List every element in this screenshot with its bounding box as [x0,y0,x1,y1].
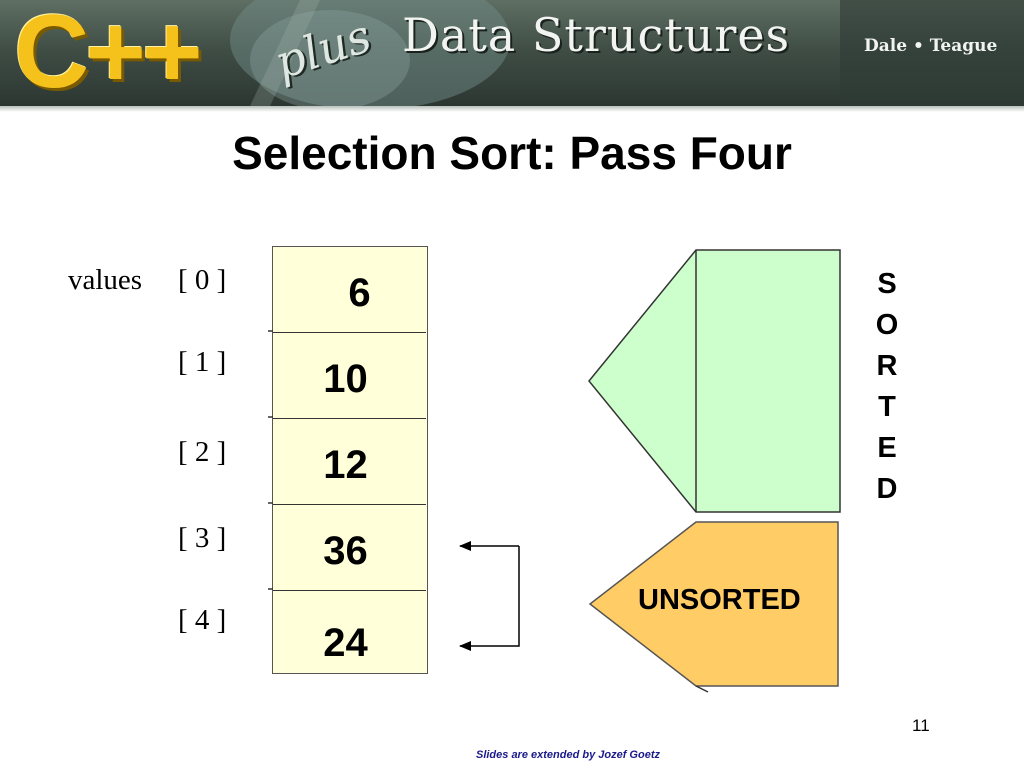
page-number: 11 [912,716,930,735]
banner-authors: Dale • Teague [864,36,998,56]
banner-title: Data Structures [402,8,791,62]
array-index-2: [ 2 ] [178,436,227,468]
banner-divider [0,106,1024,112]
logo-cpp: C++ [14,0,203,110]
sorted-label: S O R T E D [872,264,902,510]
unsorted-label: UNSORTED [638,584,801,616]
array-index-0: [ 0 ] [178,264,227,296]
separator-ticks [268,330,273,590]
sorted-letter: R [876,350,898,382]
array-cell-3: 36 [273,504,426,590]
header-banner: C++ plus Data Structures Dale • Teague [0,0,1024,112]
array-cell-2: 12 [273,418,426,504]
footer-credit: Slides are extended by Jozef Goetz [475,749,660,761]
values-array: 6 10 12 36 24 [272,246,428,674]
array-value-4: 24 [323,621,368,665]
sorted-region-shape [588,249,841,513]
banner-background-art [230,0,1024,110]
array-name-label: values [68,264,143,296]
array-value-3: 36 [323,529,368,573]
array-value-0: 6 [348,271,371,315]
array-index-4: [ 4 ] [178,604,227,636]
sorted-letter: T [878,391,896,423]
unsorted-region-shape [588,521,839,687]
array-cell-1: 10 [273,332,426,418]
array-index-3: [ 3 ] [178,522,227,554]
slide-title: Selection Sort: Pass Four [232,127,792,179]
array-cell-4: 24 [273,590,426,676]
sorted-letter: S [877,268,897,300]
array-value-2: 12 [323,443,368,487]
sorted-letter: D [876,473,898,505]
array-index-1: [ 1 ] [178,346,227,378]
sorted-letter: E [877,432,897,464]
swap-arrow [459,541,520,651]
array-value-1: 10 [323,357,368,401]
array-cell-0: 6 [273,247,426,333]
sorted-letter: O [875,309,899,341]
